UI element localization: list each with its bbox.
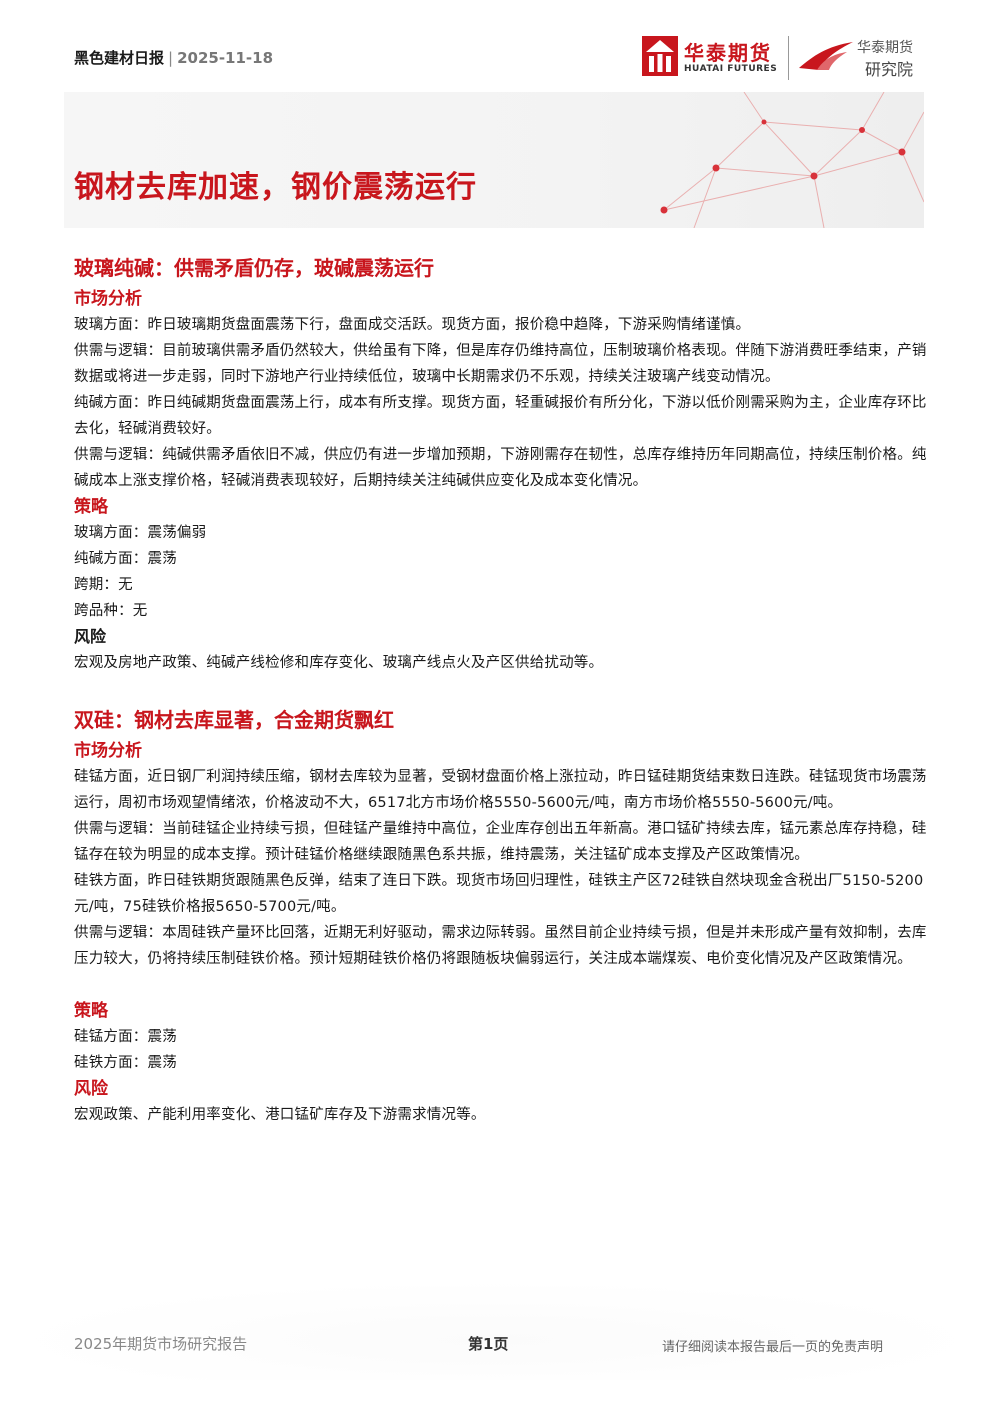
title-banner: 钢材去库加速，钢价震荡运行 — [64, 92, 924, 228]
huatai-logo: 华泰期货 HUATAI FUTURES — [642, 36, 782, 80]
header-separator: | — [168, 49, 174, 67]
company-name-cn: 华泰期货 — [684, 41, 772, 65]
market-analysis-heading: 市场分析 — [74, 289, 142, 309]
strategy-heading: 策略 — [74, 497, 108, 517]
strategy-item: 硅铁方面：震荡 — [74, 1055, 177, 1071]
paragraph: 硅锰方面，近日钢厂利润持续压缩，钢材去库较为显著，受钢材盘面价格上涨拉动，昨日锰… — [74, 769, 927, 811]
strategy-item: 纯碱方面：震荡 — [74, 551, 177, 567]
section-silicon-alloys: 双硅：钢材去库显著，合金期货飘红 市场分析 硅锰方面，近日钢厂利润持续压缩，钢材… — [74, 702, 940, 1128]
institute-logo-icon — [799, 42, 853, 70]
paragraph: 纯碱方面：昨日纯碱期货盘面震荡上行，成本有所支撑。现货方面，轻重碱报价有所分化，… — [74, 395, 927, 437]
risk-heading: 风险 — [74, 1079, 108, 1099]
section-title: 双硅：钢材去库显著，合金期货飘红 — [74, 708, 394, 732]
section-glass-soda: 玻璃纯碱：供需矛盾仍存，玻碱震荡运行 市场分析 玻璃方面：昨日玻璃期货盘面震荡下… — [74, 250, 940, 676]
footer-background — [0, 1280, 992, 1380]
company-name-en: HUATAI FUTURES — [684, 64, 778, 74]
footer-report-title: 2025年期货市场研究报告 — [74, 1335, 248, 1353]
page-number: 第1页 — [468, 1335, 509, 1353]
logo-divider — [788, 36, 789, 80]
institute-name-line2: 研究院 — [865, 60, 914, 79]
risk-heading: 风险 — [74, 627, 107, 646]
section-title: 玻璃纯碱：供需矛盾仍存，玻碱震荡运行 — [74, 256, 434, 280]
page-title: 钢材去库加速，钢价震荡运行 — [74, 170, 477, 205]
risk-text: 宏观政策、产能利用率变化、港口锰矿库存及下游需求情况等。 — [74, 1107, 486, 1123]
report-date: 2025-11-18 — [177, 49, 274, 67]
paragraph: 供需与逻辑：当前硅锰企业持续亏损，但硅锰产量维持中高位，企业库存创出五年新高。港… — [74, 821, 927, 863]
paragraph: 供需与逻辑：本周硅铁产量环比回落，近期无利好驱动，需求边际转弱。虽然目前企业持续… — [74, 925, 927, 967]
strategy-item: 跨品种：无 — [74, 603, 148, 619]
market-analysis-heading: 市场分析 — [74, 741, 142, 761]
huatai-logo-icon — [642, 36, 678, 76]
strategy-heading: 策略 — [74, 1001, 108, 1021]
paragraph: 硅铁方面，昨日硅铁期货跟随黑色反弹，结束了连日下跌。现货市场回归理性，硅铁主产区… — [74, 873, 924, 915]
report-name: 黑色建材日报 — [74, 49, 165, 67]
report-content: 玻璃纯碱：供需矛盾仍存，玻碱震荡运行 市场分析 玻璃方面：昨日玻璃期货盘面震荡下… — [74, 250, 940, 1128]
strategy-item: 硅锰方面：震荡 — [74, 1029, 177, 1045]
disclaimer-note: 请仔细阅读本报告最后一页的免责声明 — [662, 1340, 884, 1355]
paragraph: 玻璃方面：昨日玻璃期货盘面震荡下行，盘面成交活跃。现货方面，报价稳中趋降，下游采… — [74, 317, 751, 333]
network-graphic — [660, 92, 924, 228]
risk-text: 宏观及房地产政策、纯碱产线检修和库存变化、玻璃产线点火及产区供给扰动等。 — [74, 655, 604, 671]
paragraph: 供需与逻辑：目前玻璃供需矛盾仍然较大，供给虽有下降，但是库存仍维持高位，压制玻璃… — [74, 343, 927, 385]
institute-name-line1: 华泰期货 — [857, 40, 913, 56]
institute-logo: 华泰期货 研究院 — [797, 36, 927, 80]
paragraph: 供需与逻辑：纯碱供需矛盾依旧不减，供应仍有进一步增加预期，下游刚需存在韧性，总库… — [74, 447, 927, 489]
strategy-item: 跨期：无 — [74, 577, 133, 593]
strategy-item: 玻璃方面：震荡偏弱 — [74, 525, 207, 541]
report-header: 黑色建材日报|2025-11-18 — [74, 47, 273, 68]
